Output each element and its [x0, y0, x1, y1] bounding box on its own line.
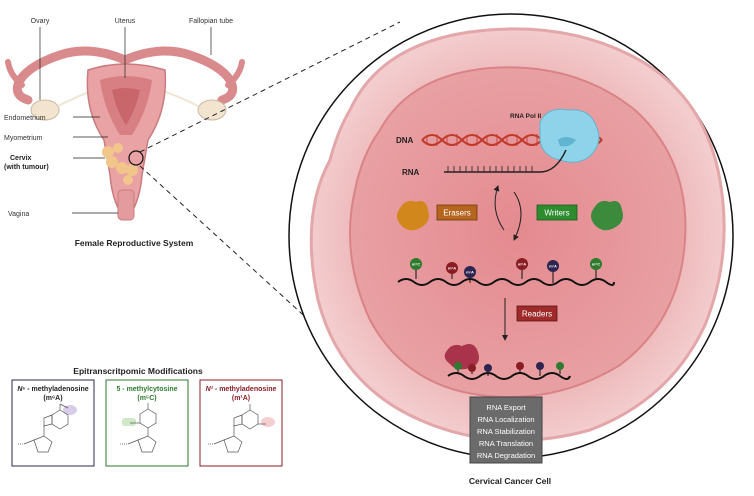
cervix-tumour — [102, 143, 138, 185]
bound-mrna — [447, 372, 571, 380]
eraser-arrow — [493, 185, 505, 231]
m1a-structure — [208, 404, 275, 453]
outcome-item: RNA Export — [486, 403, 526, 412]
m1a-marker — [547, 260, 559, 272]
rna-label: RNA — [402, 168, 420, 177]
erasers-label: Erasers — [443, 209, 471, 218]
cervix-label-sub: (with tumour) — [4, 164, 49, 171]
modifications-title: Epitranscritpomic Modifications — [73, 366, 203, 376]
m6a-marker — [516, 258, 528, 270]
fallopian-tube-label: Fallopian tube — [189, 18, 233, 25]
m5c-name: 5 - methylcytosine — [116, 386, 177, 393]
anatomy-title: Female Reproductive System — [75, 238, 194, 248]
modified-mrna — [397, 278, 615, 286]
rna-strand — [444, 149, 567, 173]
writer-protein — [591, 200, 623, 231]
m6a-structure — [18, 403, 77, 453]
right-ovary — [197, 99, 227, 121]
cervix-label: Cervix — [10, 155, 32, 162]
dna-label: DNA — [396, 136, 414, 145]
m6a-name: N⁶ - methyladenosine — [17, 386, 88, 393]
reader-protein — [444, 344, 479, 370]
rna-pol-label: RNA Pol II — [510, 113, 541, 120]
writers-box — [536, 204, 578, 221]
readers-label: Readers — [522, 310, 552, 319]
erasers-box — [436, 204, 478, 221]
outcome-item: RNA Degradation — [477, 451, 535, 460]
left-fallopian-tube — [12, 46, 130, 105]
m5c-marker — [410, 258, 422, 270]
m5c-abbr: (m⁵C) — [137, 395, 156, 402]
outcome-item: RNA Translation — [479, 439, 533, 448]
vagina — [117, 189, 135, 221]
cervix-highlight — [128, 150, 144, 166]
m5c-marker — [590, 258, 602, 270]
ovary-label: Ovary — [31, 18, 50, 25]
writer-arrow — [513, 191, 522, 241]
right-fallopian-tube — [120, 46, 238, 105]
mod-label: m⁵C — [412, 262, 420, 267]
m1a-marker — [464, 266, 476, 278]
eraser-protein — [397, 200, 429, 231]
m6a-panel — [11, 379, 95, 467]
writers-label: Writers — [544, 209, 569, 218]
m1a-name: N¹ - methyladenosine — [206, 386, 277, 393]
m5c-structure — [120, 403, 157, 453]
mod-label: m⁵C — [592, 262, 600, 267]
mod-label: m¹A — [549, 264, 557, 269]
left-ovary — [30, 99, 60, 121]
endometrium-label: Endometrium — [4, 115, 46, 122]
rna-pol-ii — [539, 108, 600, 163]
readers-box — [516, 305, 558, 322]
m1a-panel — [199, 379, 283, 467]
cell-title: Cervical Cancer Cell — [469, 476, 551, 486]
m1a-abbr: (m¹A) — [232, 395, 250, 402]
cancer-cell: RNA Pol II DNA RNA Erasers Writers m⁵C m… — [288, 13, 734, 486]
bound-modifications — [454, 362, 564, 376]
m6a-abbr: (m⁶A) — [43, 395, 62, 402]
vagina-label: Vagina — [8, 211, 29, 218]
outcome-item: RNA Stabilization — [477, 427, 535, 436]
mod-label: m⁶A — [448, 266, 456, 271]
reproductive-anatomy: Ovary Uterus Fallopian tube Endometrium … — [4, 18, 245, 248]
modifications-panel: Epitranscritpomic Modifications N⁶ - met… — [11, 366, 283, 467]
m6a-marker — [446, 262, 458, 274]
outcome-item: RNA Localization — [477, 415, 534, 424]
mod-label: m⁶A — [518, 262, 526, 267]
mrna-modifications: m⁵C m⁶A m¹A m⁶A m¹A m⁵C — [410, 258, 602, 283]
mod-label: m¹A — [466, 270, 474, 275]
zoom-line-top — [139, 21, 401, 153]
outcomes-box — [469, 396, 543, 464]
myometrium-label: Myometrium — [4, 135, 43, 142]
uterus-label: Uterus — [115, 18, 136, 25]
